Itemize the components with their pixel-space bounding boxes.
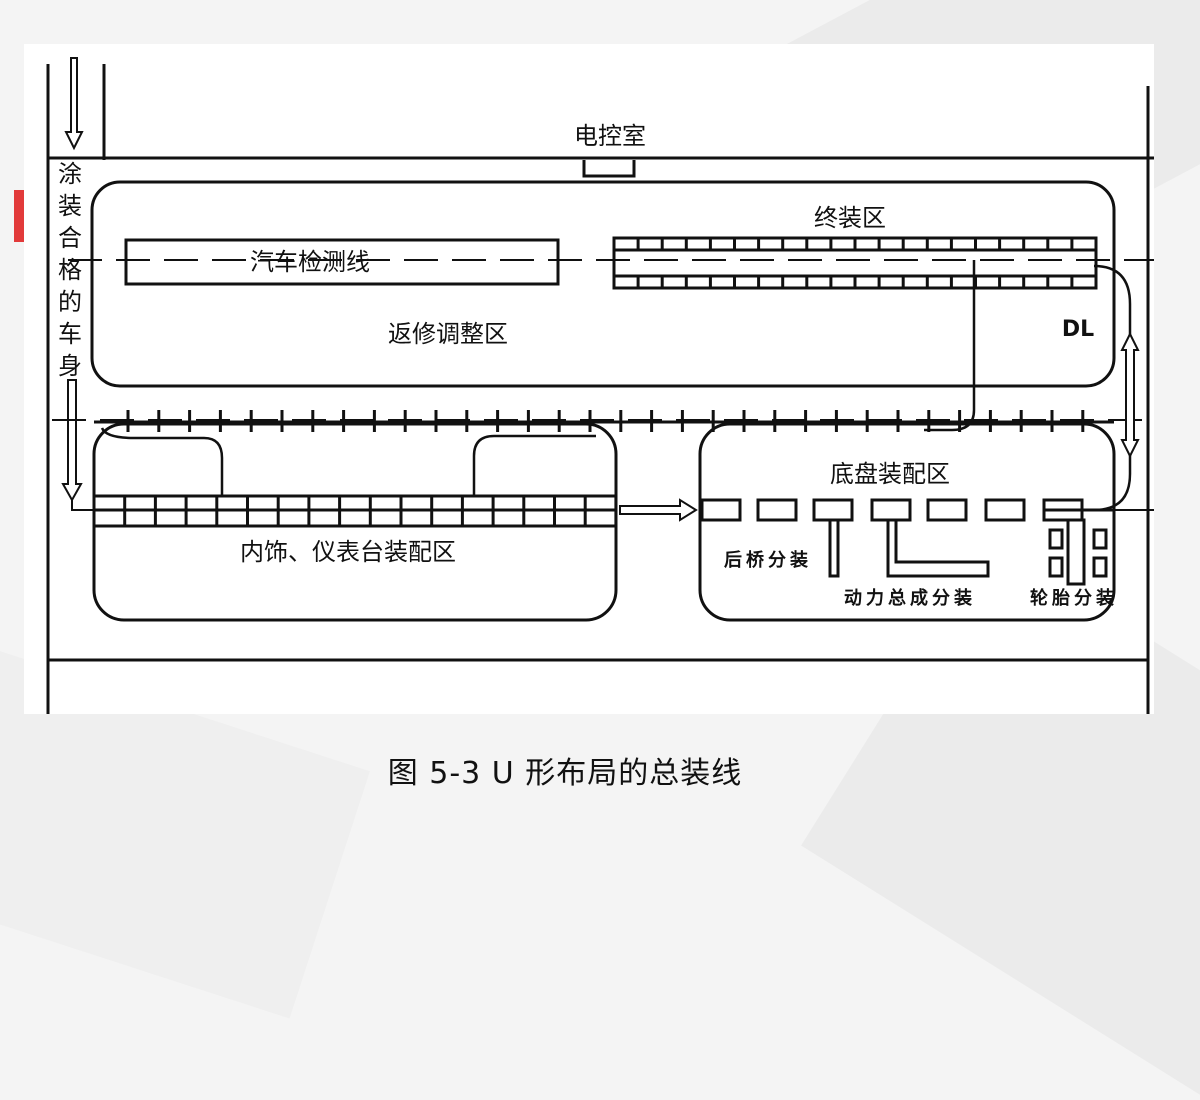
figure-caption: 图 5-3 U 形布局的总装线: [387, 756, 743, 791]
powertrain-label: 动力总成分装: [844, 587, 976, 609]
powertrain-branch: [886, 518, 990, 578]
chassis-area-label: 底盘装配区: [830, 460, 950, 488]
tires-label: 轮胎分装: [1030, 587, 1118, 609]
body-inflow-arrow: [64, 57, 84, 151]
final-assembly-label: 终装区: [814, 204, 886, 232]
chassis-station: [926, 498, 968, 522]
body-down-arrow: [61, 379, 83, 503]
tire-feeder: [1048, 556, 1064, 578]
chassis-station: [984, 498, 1026, 522]
interior-conveyor: [92, 494, 618, 528]
test-line-box: [124, 238, 560, 286]
rework-area-label: 返修调整区: [388, 320, 508, 348]
tire-feeder: [1092, 556, 1108, 578]
painted-body-label: 涂装合格的车身: [58, 160, 82, 380]
body-feed-line: [71, 500, 96, 511]
interior-area-boundary: [92, 422, 618, 622]
chassis-station: [870, 498, 912, 522]
test-line-label: 汽车检测线: [250, 248, 370, 276]
assembly-line-diagram: 电控室 终装区 汽车检测线 返修调整区 DL 内饰、仪表台装配区 底盘装配区 后…: [24, 44, 1154, 714]
tire-branch: [1066, 518, 1086, 586]
painted-body-char: 合: [58, 224, 82, 252]
final-assembly-conveyor: [612, 236, 1098, 290]
chassis-area-boundary: [698, 422, 1116, 622]
chassis-station: [700, 498, 742, 522]
tire-feeder: [1092, 528, 1108, 550]
dl-return-arrow: [1120, 331, 1140, 459]
rework-area-boundary: [90, 180, 1116, 388]
painted-body-char: 装: [58, 192, 82, 220]
painted-body-char: 身: [58, 352, 82, 380]
accent-bar: [14, 190, 24, 242]
rear-axle-branch: [828, 518, 840, 578]
chassis-station: [756, 498, 798, 522]
tire-feeder: [1048, 528, 1064, 550]
painted-body-char: 涂: [58, 160, 82, 188]
painted-body-char: 的: [58, 288, 82, 316]
control-room-box: [582, 160, 636, 178]
painted-body-char: 格: [58, 256, 82, 284]
chassis-stations: [700, 498, 1114, 586]
chassis-station: [812, 498, 854, 522]
transfer-arrow: [619, 498, 698, 522]
interior-area-label: 内饰、仪表台装配区: [240, 538, 456, 566]
rear-axle-label: 后桥分装: [724, 549, 812, 571]
control-room-label: 电控室: [574, 122, 646, 150]
dl-label: DL: [1062, 317, 1094, 342]
layout-diagram-svg: 电控室 终装区 汽车检测线 返修调整区 DL 内饰、仪表台装配区 底盘装配区 后…: [46, 57, 1154, 714]
main-transfer-conveyor: [94, 410, 1114, 432]
painted-body-char: 车: [58, 320, 82, 348]
